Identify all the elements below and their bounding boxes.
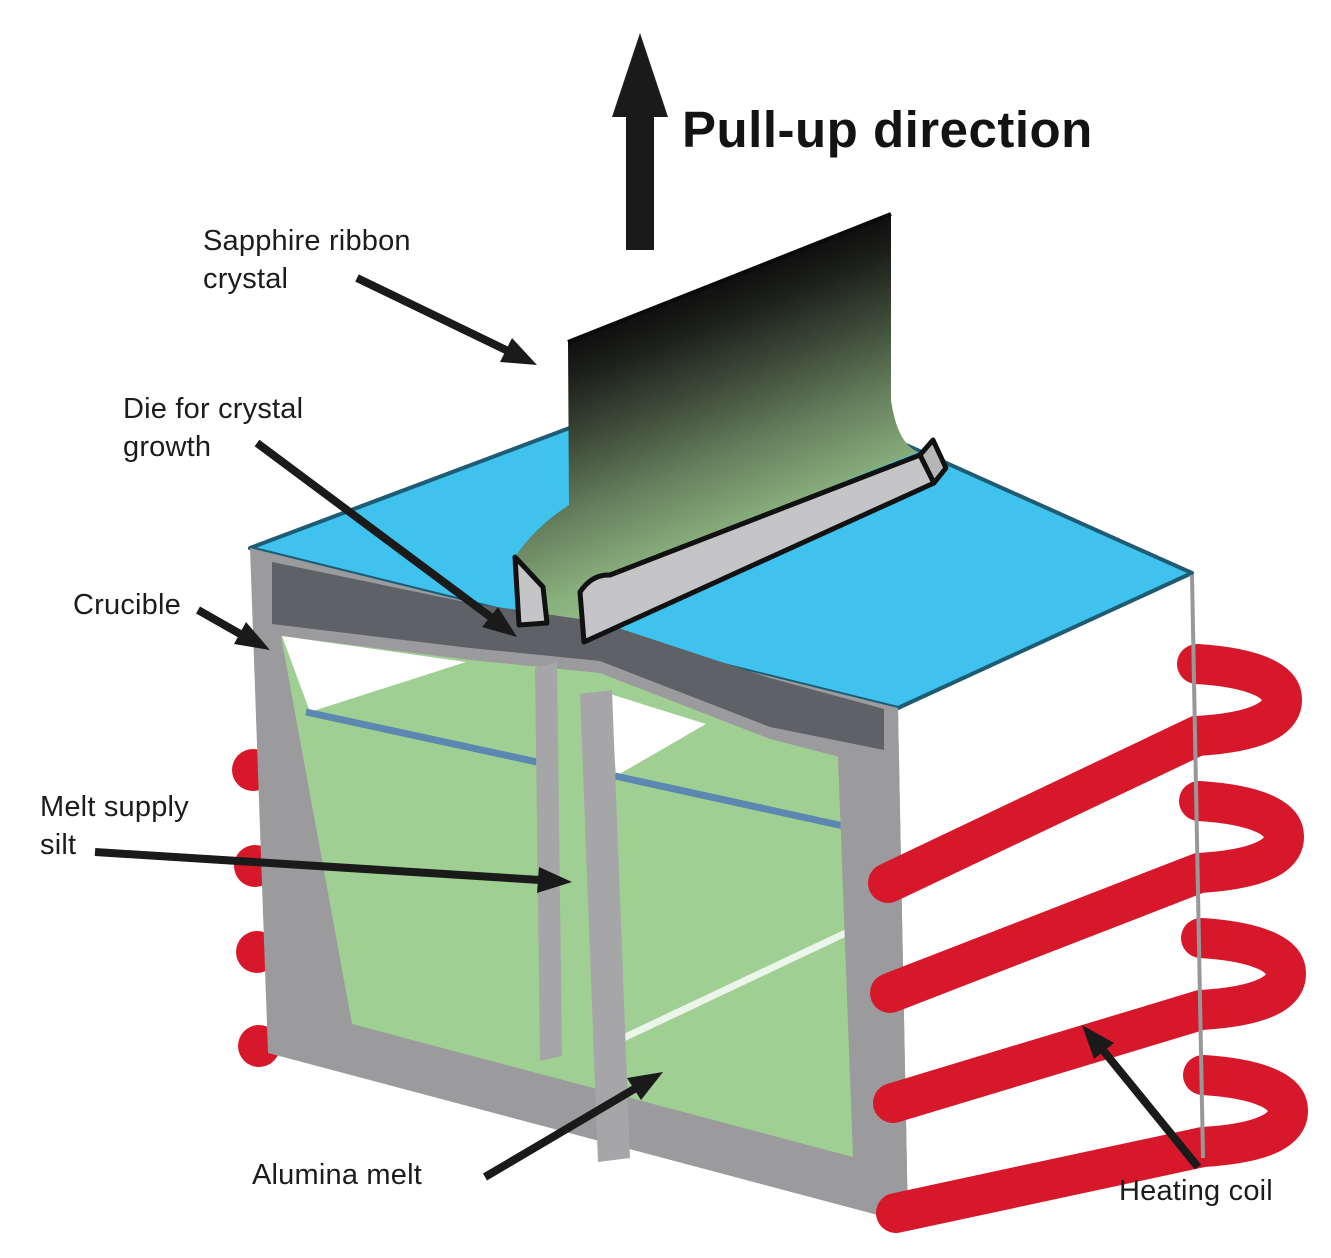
crucible-inner-band — [272, 562, 884, 750]
leader-arrowhead-icon — [1082, 1025, 1114, 1059]
annotation-arrows — [94, 33, 1202, 1181]
die-left-end — [512, 554, 550, 628]
alumina-melt — [281, 636, 853, 1157]
heating-coil-loop — [876, 1055, 1309, 1233]
crystal-top-edge — [567, 212, 892, 344]
label-die-for-crystal-growth: Die for crystal growth — [123, 393, 304, 463]
crucible-right-edge — [1190, 574, 1205, 1159]
leader-line — [94, 848, 541, 884]
leader-line — [355, 274, 510, 355]
leader-arrowhead-icon — [500, 338, 537, 365]
leader-arrowhead-icon — [234, 622, 270, 650]
leader-arrowhead-icon — [627, 1072, 663, 1100]
die-bar-end-face — [917, 437, 949, 486]
heating-coil-loop — [870, 781, 1305, 1013]
heating-coil — [868, 644, 1309, 1233]
label-crucible: Crucible — [73, 589, 181, 621]
heating-coil-loop — [873, 918, 1307, 1123]
melt-gap-right — [610, 694, 706, 776]
leader-arrowhead-icon — [482, 607, 517, 637]
leader-line — [1098, 1046, 1202, 1170]
label-heating-coil: Heating coil — [1119, 1175, 1273, 1207]
leader-line — [196, 606, 244, 639]
pull-up-direction-title: Pull-up direction — [682, 101, 1093, 158]
leader-line — [254, 439, 495, 622]
melt-gap-left — [282, 636, 466, 712]
melt-level-line-left — [305, 708, 538, 766]
label-sapphire-ribbon-crystal: Sapphire ribbon crystal — [203, 225, 411, 295]
label-melt-supply-silt: Melt supply silt — [40, 791, 189, 861]
heating-coil-loop — [868, 644, 1303, 903]
melt-supply-slit-wall-left — [535, 662, 562, 1061]
leader-line — [482, 1084, 639, 1181]
pull-up-arrow-icon — [612, 33, 668, 250]
melt-level-line-right — [614, 772, 849, 831]
label-alumina-melt: Alumina melt — [252, 1159, 423, 1191]
leader-arrowhead-icon — [537, 867, 572, 893]
melt-supply-slit-wall-right — [580, 690, 630, 1162]
melt-highlight-line — [596, 926, 854, 1054]
